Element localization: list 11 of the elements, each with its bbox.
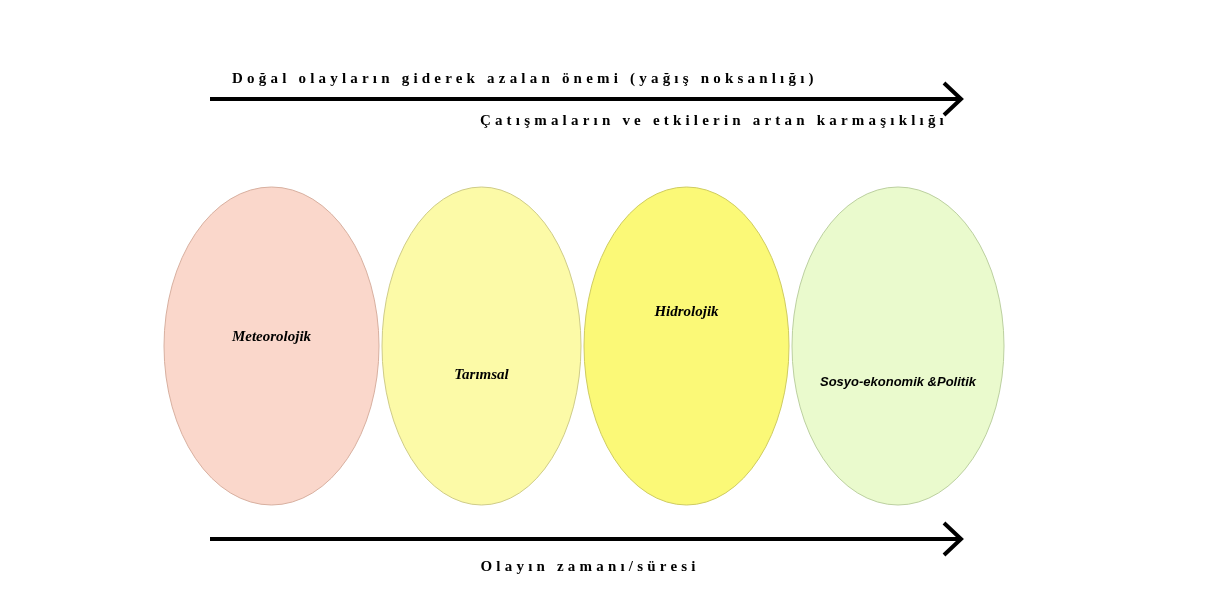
stage-oval bbox=[791, 186, 1005, 506]
axis-caption: Olayın zamanı/süresi bbox=[480, 558, 700, 575]
stage-label: Tarımsal bbox=[454, 366, 509, 383]
stage-oval bbox=[163, 186, 380, 506]
stage-oval bbox=[381, 186, 582, 506]
stage-label: Meteorolojik bbox=[231, 328, 312, 345]
stage-oval bbox=[583, 186, 790, 506]
stage-label: Sosyo-ekonomik &Politik bbox=[820, 374, 976, 389]
stage-label: Hidrolojik bbox=[654, 303, 719, 320]
axis-caption: Doğal olayların giderek azalan önemi (yağış noksanlığı) bbox=[232, 70, 818, 87]
axis-caption: Çatışmaların ve etkilerin artan karmaşıklığı bbox=[479, 112, 948, 129]
